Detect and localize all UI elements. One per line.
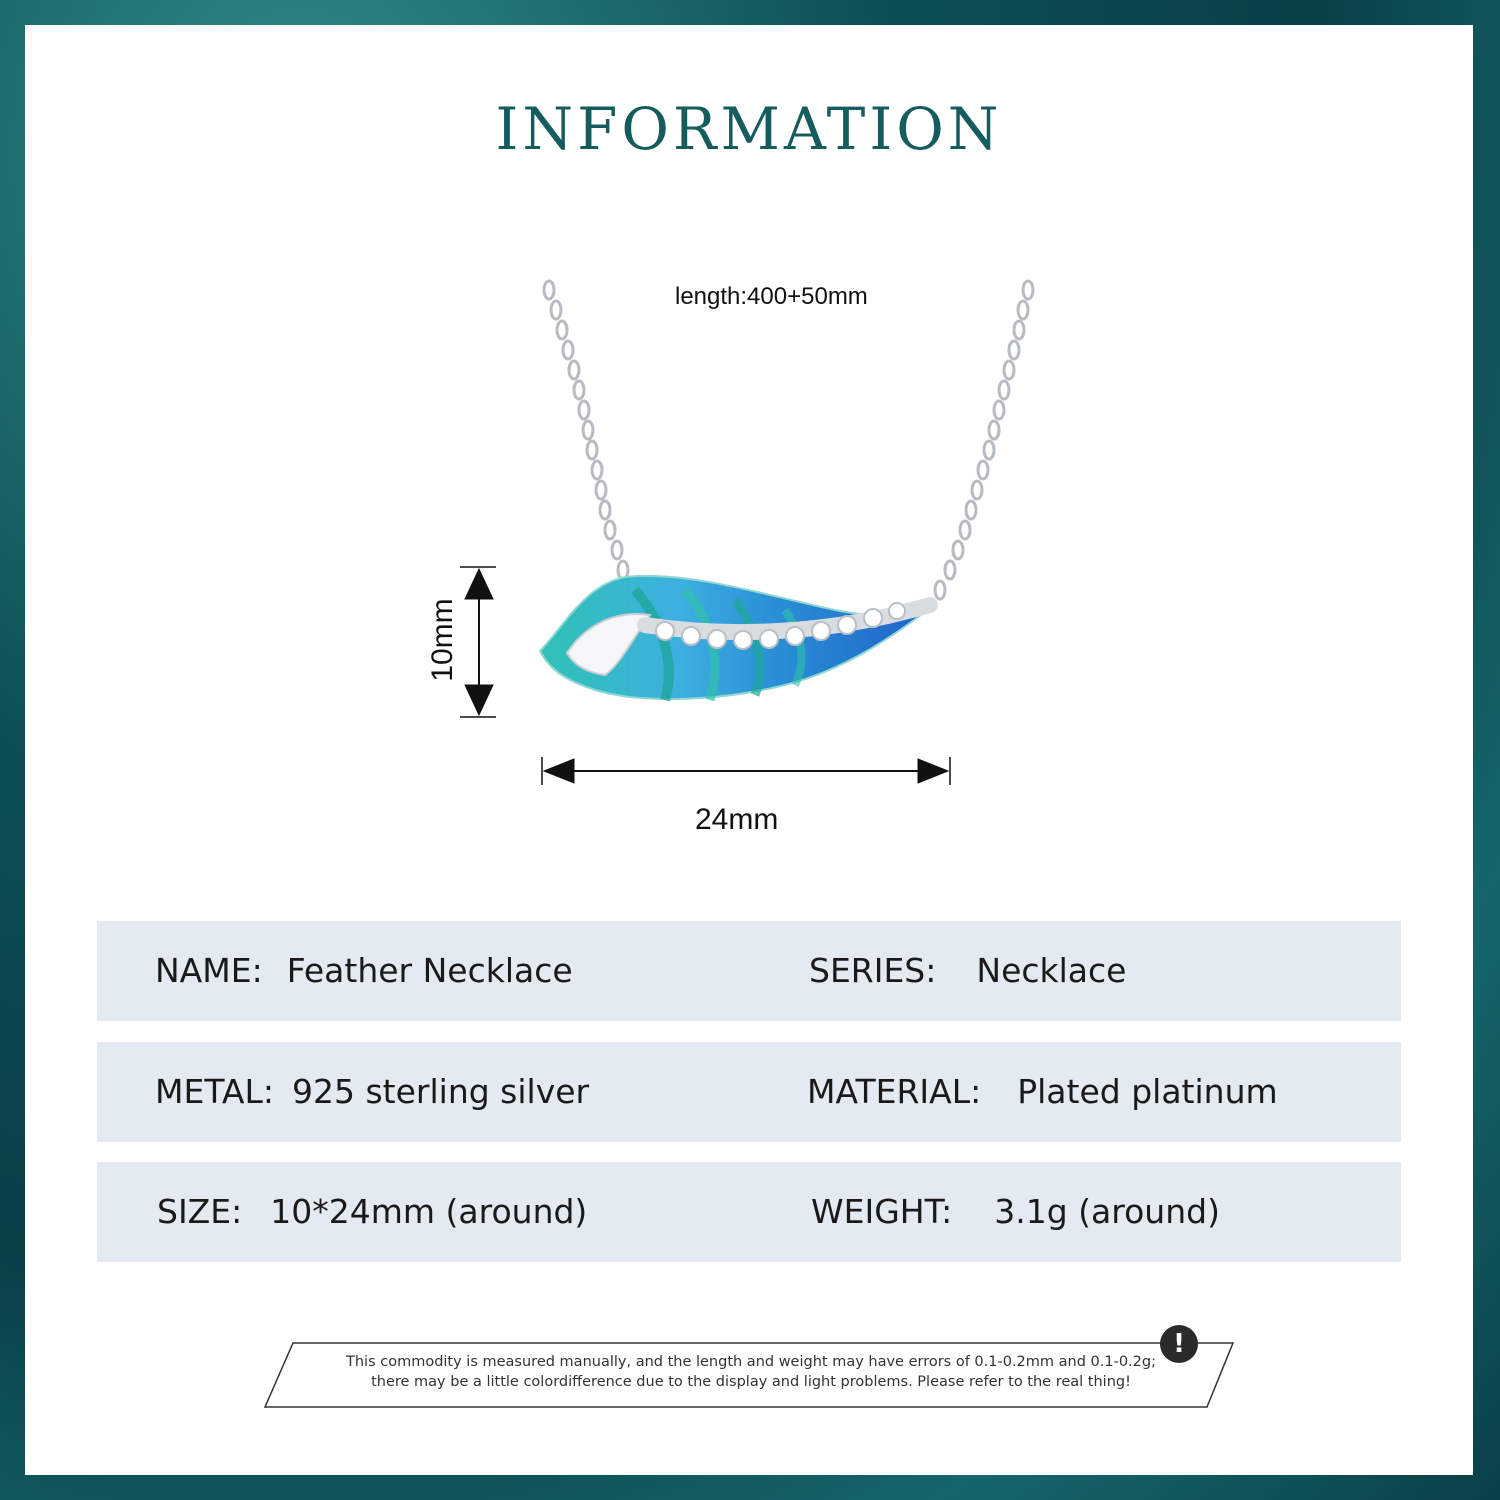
feather-pendant: [538, 574, 938, 702]
spec-weight: WEIGHT: 3.1g (around): [811, 1162, 1220, 1262]
spec-material: MATERIAL: Plated platinum: [807, 1042, 1278, 1142]
spec-value: 925 sterling silver: [292, 1072, 590, 1111]
spec-value: Plated platinum: [1017, 1072, 1278, 1111]
page-title: INFORMATION: [495, 95, 1003, 163]
spec-value: 10*24mm (around): [270, 1192, 588, 1231]
disclaimer-frame: [263, 1342, 1235, 1408]
spec-value: Feather Necklace: [286, 951, 573, 990]
spec-row: SIZE: 10*24mm (around) WEIGHT: 3.1g (aroun…: [97, 1162, 1401, 1262]
spec-label: NAME:: [155, 951, 263, 990]
chain-left: [542, 279, 630, 581]
disclaimer-text: This commodity is measured manually, and…: [285, 1352, 1217, 1392]
spec-row: NAME: Feather Necklace SERIES: Necklace: [97, 921, 1401, 1021]
spec-label: SIZE:: [157, 1192, 243, 1231]
width-dimension-label: 24mm: [695, 803, 779, 836]
spec-label: MATERIAL:: [807, 1072, 982, 1111]
info-card: INFORMATION: [25, 25, 1473, 1475]
chain-length-label: length:400+50mm: [675, 283, 868, 310]
disclaimer-line-1: This commodity is measured manually, and…: [346, 1354, 1156, 1370]
width-dimension-arrow: [541, 757, 951, 785]
necklace-image: [460, 279, 1035, 785]
spec-label: SERIES:: [809, 951, 937, 990]
spec-metal: METAL: 925 sterling silver: [155, 1042, 589, 1142]
spec-size: SIZE: 10*24mm (around): [157, 1162, 587, 1262]
alert-icon: !: [1160, 1325, 1198, 1363]
height-dimension-arrow: [460, 566, 496, 718]
disclaimer-line-2: there may be a little colordifference du…: [371, 1374, 1131, 1390]
spec-row: METAL: 925 sterling silver MATERIAL: Plate…: [97, 1042, 1401, 1142]
spec-label: WEIGHT:: [811, 1192, 953, 1231]
height-dimension-label: 10mm: [426, 598, 459, 682]
spec-value: Necklace: [976, 951, 1127, 990]
spec-label: METAL:: [155, 1072, 274, 1111]
spec-name: NAME: Feather Necklace: [155, 921, 573, 1021]
spec-series: SERIES: Necklace: [809, 921, 1126, 1021]
spec-value: 3.1g (around): [994, 1192, 1220, 1231]
chain-right: [933, 279, 1035, 601]
